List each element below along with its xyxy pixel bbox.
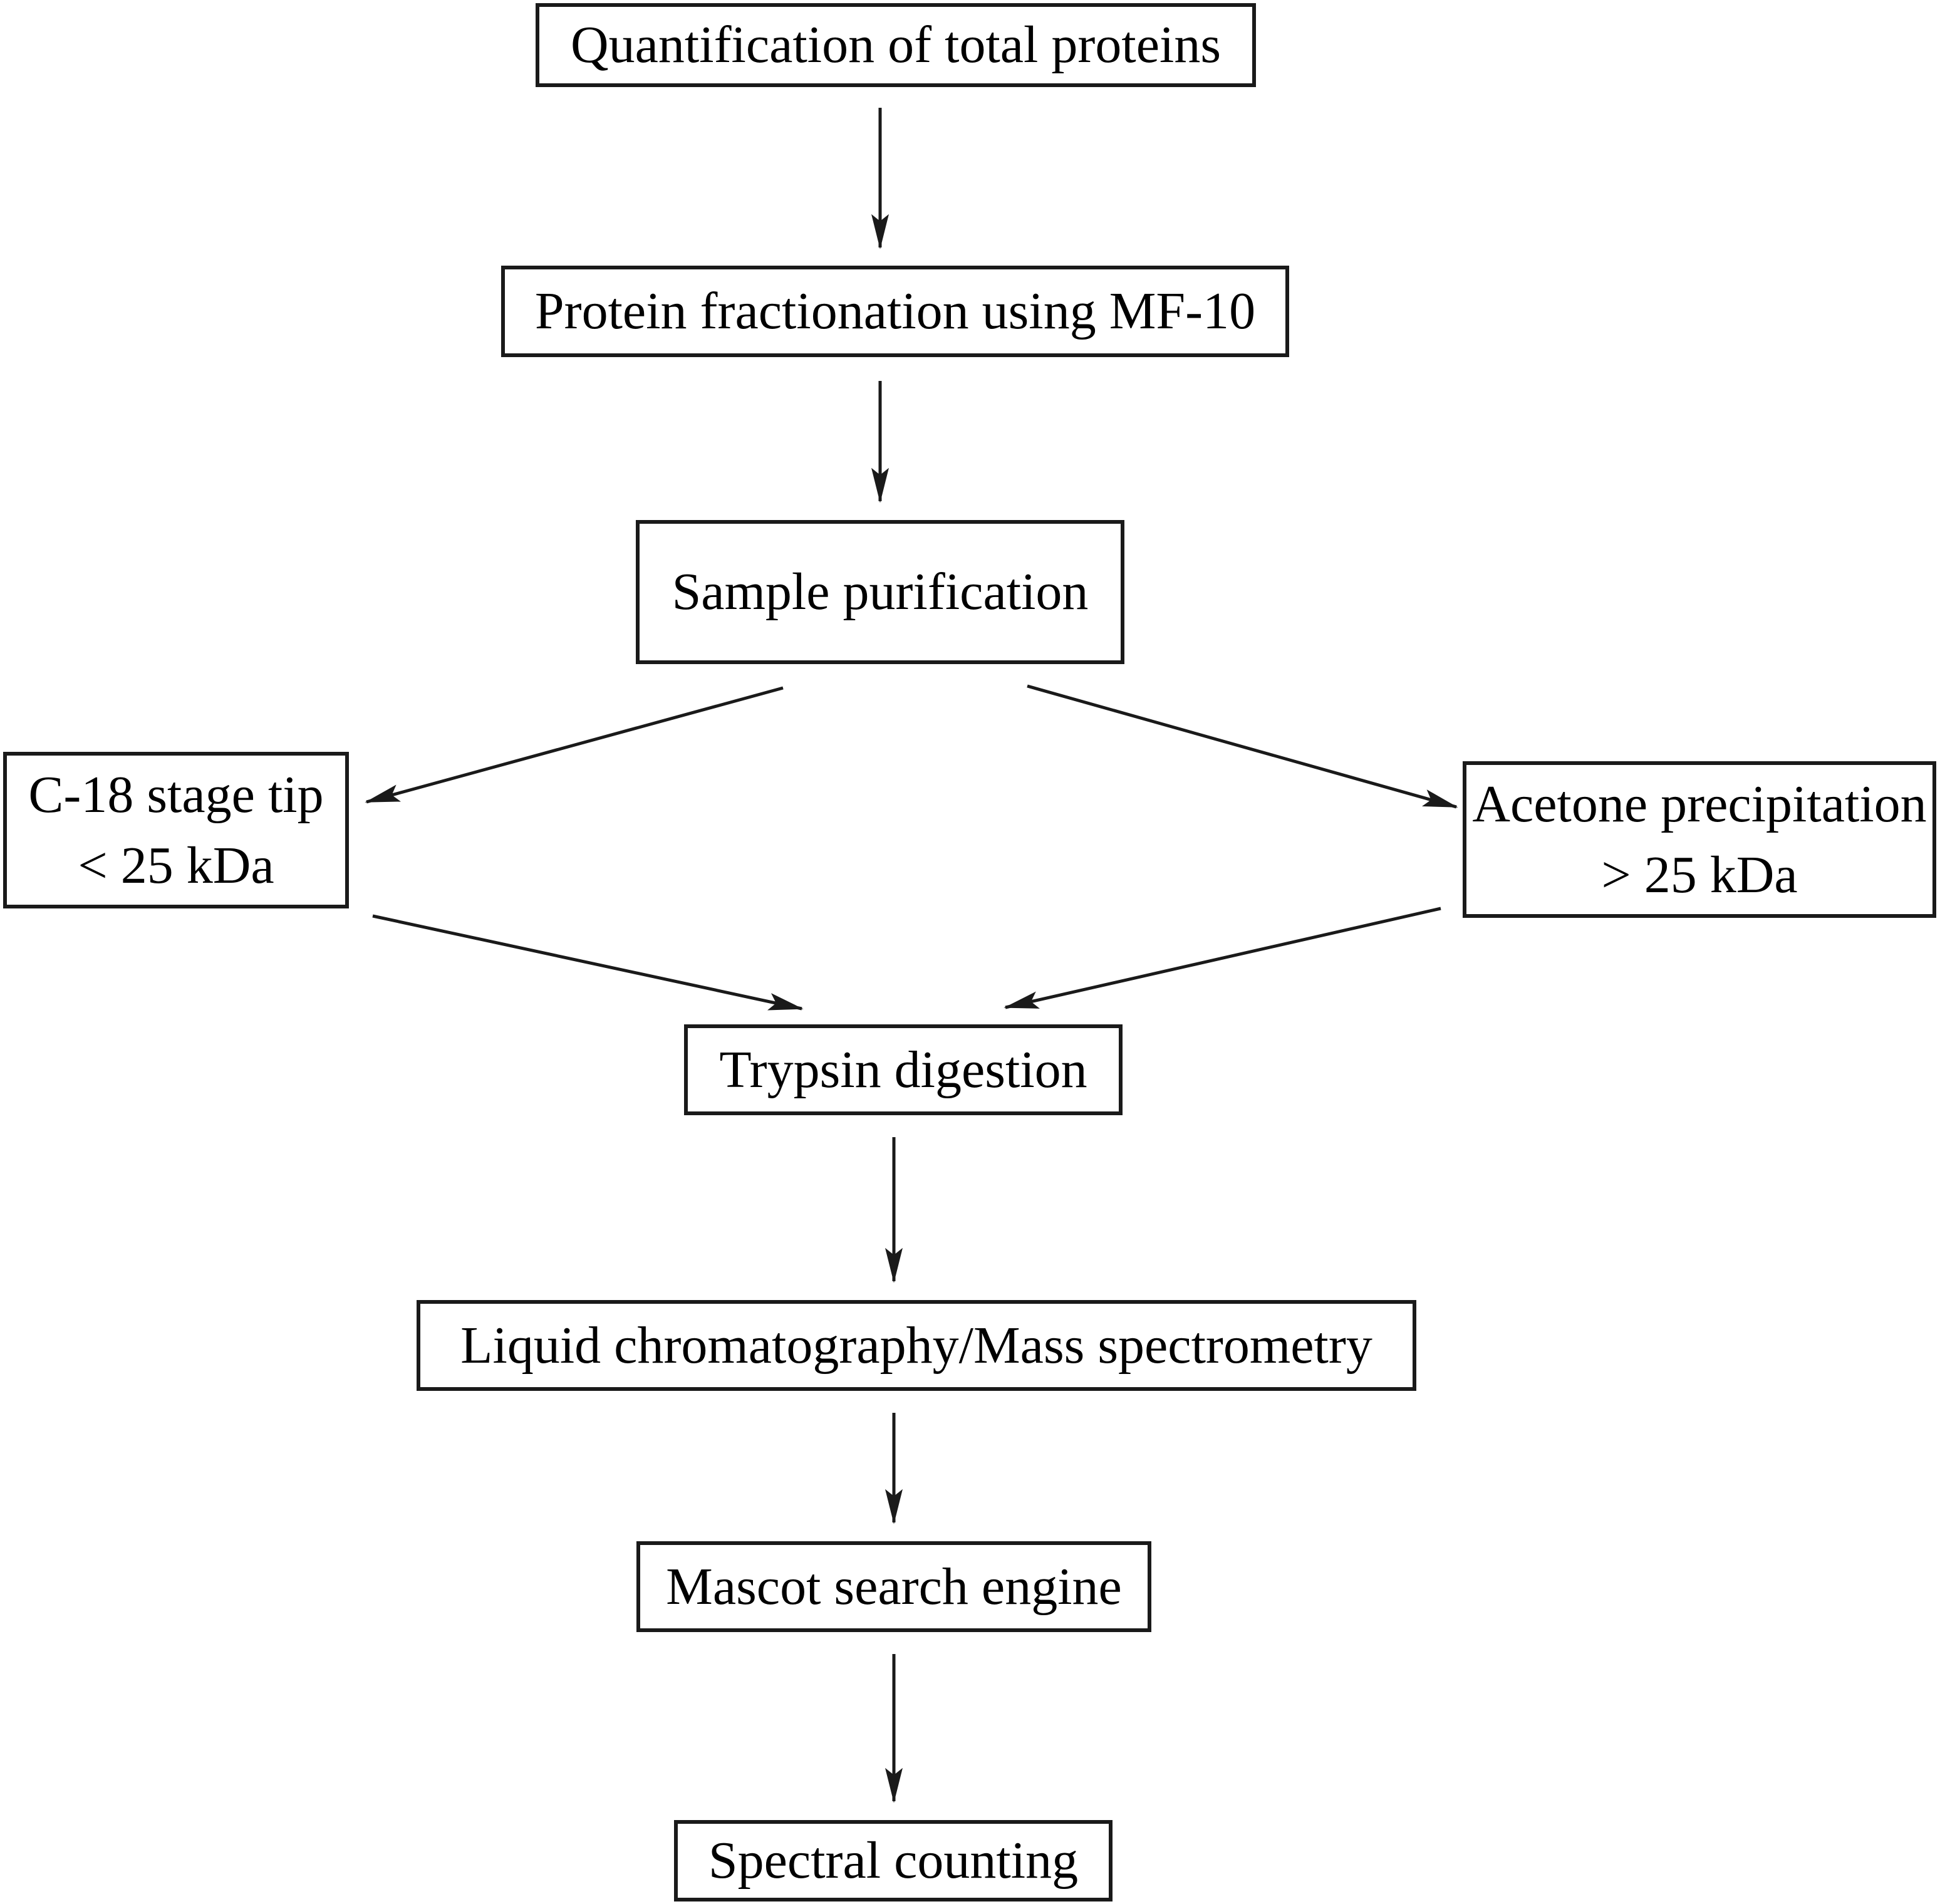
node-quantification-of-total-proteins: Quantification of total proteins xyxy=(536,3,1256,87)
node-acetone-precipitation: Acetone precipitation > 25 kDa xyxy=(1463,761,1936,918)
node-sample-purification: Sample purification xyxy=(636,520,1124,664)
arrow-c18-to-trypsin xyxy=(372,914,804,1011)
node-mascot-search-engine: Mascot search engine xyxy=(636,1541,1151,1632)
node-label: Protein fractionation using MF-10 xyxy=(534,282,1256,341)
node-label-line1: Acetone precipitation xyxy=(1472,774,1927,833)
node-label-line2: > 25 kDa xyxy=(1601,846,1798,904)
arrow-purification-to-acetone xyxy=(1027,684,1458,809)
node-label: Sample purification xyxy=(672,563,1089,622)
node-label: Trypsin digestion xyxy=(719,1040,1087,1099)
node-label: Quantification of total proteins xyxy=(570,16,1222,75)
node-label: Liquid chromatography/Mass spectrometry xyxy=(460,1316,1372,1375)
node-trypsin-digestion: Trypsin digestion xyxy=(684,1024,1123,1115)
node-label-line1: C-18 stage tip xyxy=(28,765,324,824)
node-c18-stage-tip: C-18 stage tip < 25 kDa xyxy=(3,752,349,908)
node-spectral-counting: Spectral counting xyxy=(674,1820,1113,1901)
node-protein-fractionation: Protein fractionation using MF-10 xyxy=(501,266,1289,357)
node-label: Mascot search engine xyxy=(666,1557,1122,1616)
node-label-line2: < 25 kDa xyxy=(78,836,274,895)
node-liquid-chromatography-mass-spectrometry: Liquid chromatography/Mass spectrometry xyxy=(417,1300,1416,1391)
arrow-acetone-to-trypsin xyxy=(1004,907,1441,1009)
node-label: Spectral counting xyxy=(708,1831,1079,1890)
arrow-purification-to-c18 xyxy=(365,686,784,804)
